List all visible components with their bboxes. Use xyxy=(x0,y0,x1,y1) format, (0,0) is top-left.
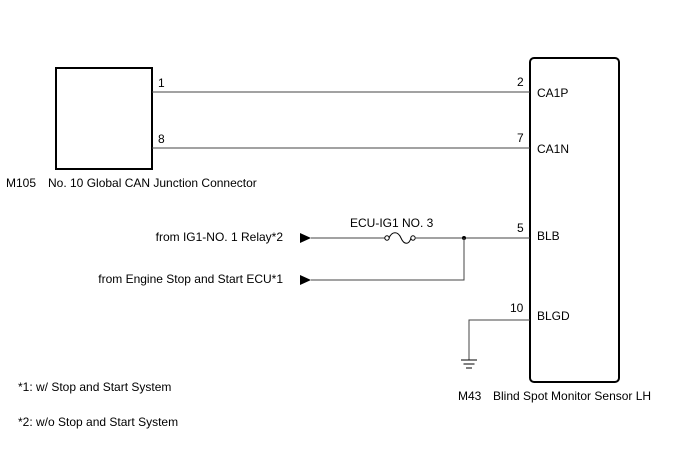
sensor-pin-5-number: 5 xyxy=(517,221,524,235)
ecu-wire xyxy=(311,238,465,281)
fuse-icon xyxy=(384,232,416,244)
relay-arrow-icon xyxy=(300,233,311,243)
ground-wire xyxy=(468,319,530,360)
sensor-name: Blind Spot Monitor Sensor LH xyxy=(493,389,651,403)
fuse-label: ECU-IG1 NO. 3 xyxy=(350,216,434,230)
note-1: *1: w/ Stop and Start System xyxy=(18,380,171,394)
connector-id: M105 xyxy=(6,176,36,190)
connector-pin-1-number: 1 xyxy=(158,76,165,90)
sensor-box xyxy=(529,57,620,383)
sensor-pin-ca1p-label: CA1P xyxy=(537,86,568,100)
sensor-pin-blgd-label: BLGD xyxy=(537,309,570,323)
sensor-pin-2-number: 2 xyxy=(517,75,524,89)
sensor-pin-blb-label: BLB xyxy=(537,229,560,243)
ecu-arrow-icon xyxy=(300,275,311,285)
ecu-source-label: from Engine Stop and Start ECU*1 xyxy=(98,272,283,286)
ground-icon xyxy=(461,359,477,369)
note-2: *2: w/o Stop and Start System xyxy=(18,415,178,429)
sensor-pin-ca1n-label: CA1N xyxy=(537,142,569,156)
sensor-pin-10-number: 10 xyxy=(510,301,524,315)
connector-name: No. 10 Global CAN Junction Connector xyxy=(48,176,257,190)
sensor-id: M43 xyxy=(458,389,482,403)
junction-connector-box xyxy=(55,67,153,170)
connector-pin-8-number: 8 xyxy=(158,132,165,146)
sensor-pin-7-number: 7 xyxy=(517,131,524,145)
relay-source-label: from IG1-NO. 1 Relay*2 xyxy=(156,230,284,244)
